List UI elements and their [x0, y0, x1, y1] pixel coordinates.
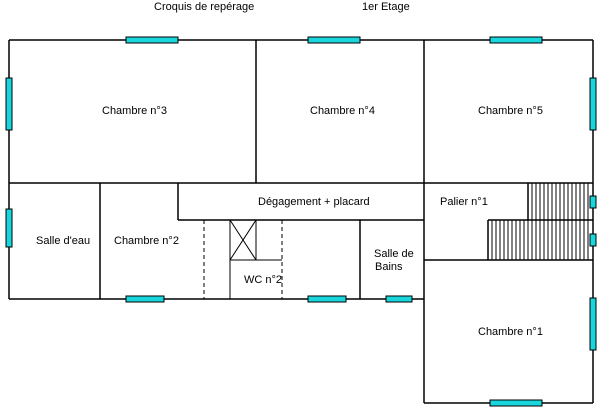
window-chambre1-right: [589, 297, 597, 351]
outer-walls: [8, 39, 594, 404]
window-palier-right-bottom: [589, 233, 597, 247]
room-degagement-label: Dégagement + placard: [258, 196, 370, 208]
room-salle-bains-label-2: Bains: [375, 261, 403, 273]
room-salle-eau-label: Salle d'eau: [36, 235, 90, 247]
room-chambre1-label: Chambre n°1: [478, 326, 543, 338]
window-chambre2-bottom: [125, 295, 165, 303]
window-chambre1-bottom: [489, 399, 543, 407]
staircase-lower: [491, 220, 589, 260]
room-chambre4-label: Chambre n°4: [310, 105, 375, 117]
duct-box: [229, 219, 257, 261]
window-bains-bottom: [385, 295, 413, 303]
room-chambre2-label: Chambre n°2: [114, 235, 179, 247]
staircase-upper: [531, 183, 589, 220]
floor-label: 1er Etage: [362, 1, 410, 13]
window-salle-eau-left: [5, 208, 13, 248]
window-palier-right-top: [589, 195, 597, 209]
interior-walls: [9, 40, 593, 299]
window-chambre5-top: [489, 36, 543, 44]
window-chambre3-top: [125, 36, 179, 44]
room-wc2-label: WC n°2: [244, 274, 282, 286]
window-degagement-bottom: [307, 295, 347, 303]
room-salle-bains-label-1: Salle de: [374, 248, 414, 260]
window-chambre4-top: [307, 36, 361, 44]
room-chambre5-label: Chambre n°5: [478, 105, 543, 117]
wc-area: [203, 219, 283, 299]
window-chambre5-right: [589, 77, 597, 131]
window-chambre3-left: [5, 77, 13, 131]
room-chambre3-label: Chambre n°3: [102, 105, 167, 117]
windows: [5, 36, 597, 407]
room-palier-label: Palier n°1: [440, 196, 488, 208]
plan-title: Croquis de repérage: [154, 1, 254, 13]
